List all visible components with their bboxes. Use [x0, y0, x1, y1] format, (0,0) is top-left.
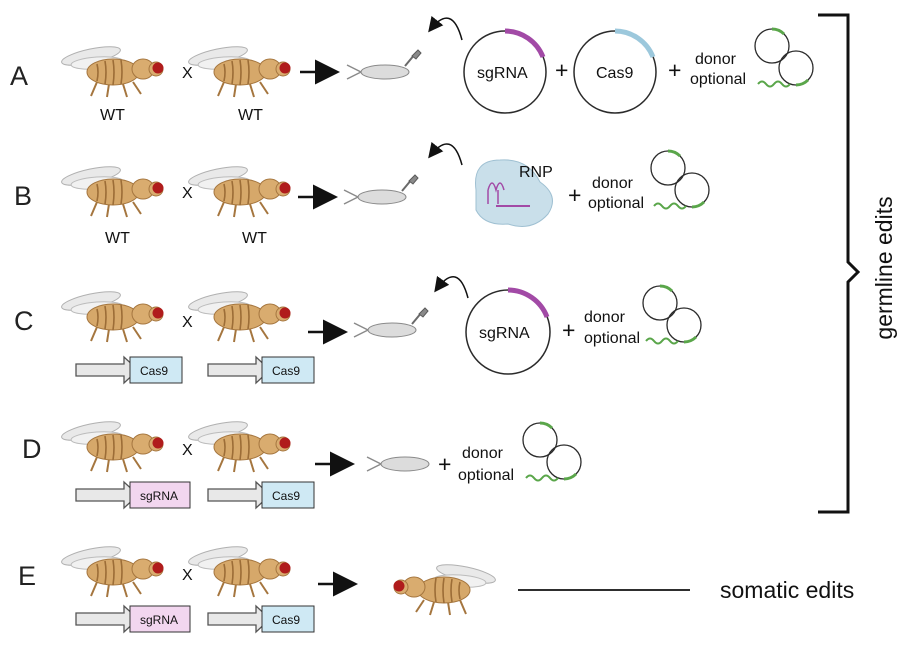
somatic-edits-label: somatic edits — [720, 577, 854, 603]
parent-label: WT — [100, 107, 125, 124]
transgene-arrow-icon — [207, 356, 271, 384]
donor-label: donor — [592, 175, 634, 192]
fly-icon — [59, 161, 165, 218]
fly-icon — [186, 416, 292, 473]
rnp-icon — [475, 159, 553, 227]
parent-label: WT — [238, 107, 263, 124]
transgene-label: Cas9 — [272, 613, 300, 627]
donor-plasmid-icon — [649, 149, 711, 210]
adult-fly-icon — [392, 559, 498, 616]
germline-bracket: germline edits — [818, 13, 897, 514]
parent-label: WT — [105, 230, 130, 247]
transgene-label: Cas9 — [272, 489, 300, 503]
transgene-label: Cas9 — [140, 364, 168, 378]
fly-icon — [186, 161, 292, 218]
transgene-label: sgRNA — [140, 489, 178, 503]
sgrna-label: sgRNA — [479, 325, 530, 342]
sgrna-transgene-box — [129, 605, 191, 633]
transgene-arrow-icon — [75, 605, 139, 633]
transgene-arrow-icon — [207, 481, 271, 509]
parent-label: WT — [242, 230, 267, 247]
injection-arrow-icon — [428, 15, 463, 41]
optional-label: optional — [690, 71, 746, 88]
sgrna-transgene-box — [129, 481, 191, 509]
row-label-a: A — [10, 61, 28, 91]
embryo-icon — [366, 456, 430, 472]
fly-icon — [186, 41, 292, 98]
transgene-arrow-icon — [75, 481, 139, 509]
plus-sign: + — [555, 57, 568, 83]
fly-icon — [186, 286, 292, 343]
rnp-label: RNP — [519, 164, 553, 181]
optional-label: optional — [584, 330, 640, 347]
plus-sign: + — [668, 57, 681, 83]
embryo-icon — [353, 307, 429, 338]
donor-plasmid-icon — [753, 27, 815, 88]
row-label-c: C — [14, 306, 34, 336]
row-label-e: E — [18, 561, 36, 591]
donor-plasmid-icon — [521, 421, 583, 482]
cas9-transgene-box — [129, 356, 183, 384]
optional-label: optional — [588, 195, 644, 212]
plus-sign: + — [568, 182, 581, 208]
transgene-label: sgRNA — [140, 613, 178, 627]
row-c: C Cas9 X Cas9 sgRNA + donor optional — [14, 275, 703, 384]
fly-icon — [186, 541, 292, 598]
plus-sign: + — [562, 317, 575, 343]
cross-symbol: X — [182, 185, 193, 202]
injection-arrow-icon — [428, 141, 463, 166]
cas9-label: Cas9 — [596, 65, 633, 82]
transgene-label: Cas9 — [272, 364, 300, 378]
fly-icon — [59, 41, 165, 98]
donor-plasmid-icon — [641, 284, 703, 345]
row-e: E sgRNA X Cas9 somatic edits — [18, 541, 854, 633]
cross-symbol: X — [182, 567, 193, 584]
germline-edits-label: germline edits — [871, 196, 897, 339]
embryo-icon — [343, 174, 419, 205]
fly-icon — [59, 286, 165, 343]
cross-symbol: X — [182, 65, 193, 82]
row-label-d: D — [22, 434, 42, 464]
row-d: D sgRNA X Cas9 + donor optional — [22, 416, 583, 509]
plus-sign: + — [438, 451, 451, 477]
transgene-arrow-icon — [75, 356, 139, 384]
fly-icon — [59, 541, 165, 598]
donor-label: donor — [584, 309, 626, 326]
cas9-transgene-box — [261, 356, 315, 384]
row-label-b: B — [14, 181, 32, 211]
cross-symbol: X — [182, 442, 193, 459]
donor-label: donor — [695, 51, 737, 68]
cross-symbol: X — [182, 314, 193, 331]
cas9-transgene-box — [261, 605, 315, 633]
donor-label: donor — [462, 445, 504, 462]
fly-icon — [59, 416, 165, 473]
embryo-icon — [346, 49, 422, 80]
row-a: A WT X WT sgRNA + Cas9 + donor optional — [10, 15, 815, 124]
row-b: B WT X WT RNP + donor optional — [14, 141, 711, 247]
sgrna-label: sgRNA — [477, 65, 528, 82]
transgene-arrow-icon — [207, 605, 271, 633]
optional-label: optional — [458, 467, 514, 484]
injection-arrow-icon — [434, 275, 469, 299]
cas9-transgene-box — [261, 481, 315, 509]
